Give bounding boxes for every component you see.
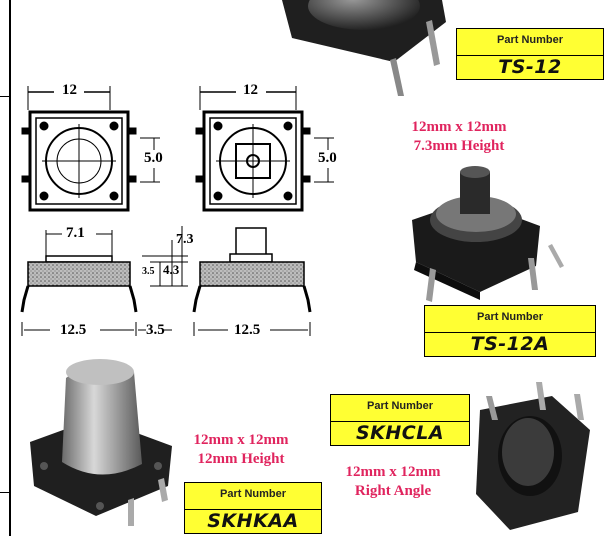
switch-photo-ts12 <box>282 0 446 96</box>
part-number-value: SKHCLA <box>331 421 469 445</box>
side-view-right <box>192 227 312 336</box>
spec-line: Right Angle <box>354 483 432 499</box>
dim-total-height: 7.3 <box>176 232 194 247</box>
dim-body-height: 3.5 <box>142 266 155 277</box>
switch-photo-skhcla <box>476 382 590 530</box>
part-number-caption: Part Number <box>366 400 434 412</box>
frame-left-border <box>9 0 11 536</box>
spec-ts12: 12mm x 12mm 7.3mm Height <box>388 118 530 156</box>
spec-line: 12mm x 12mm <box>193 432 289 448</box>
dim-stem-height: 4.3 <box>163 262 180 277</box>
dim-top-left-width: 12 <box>62 82 77 98</box>
dim-pin-span-right: 12.5 <box>234 322 261 338</box>
part-label-ts12a: Part Number TS-12A <box>424 305 596 357</box>
top-view-right <box>195 86 334 212</box>
dim-left-height: 5.0 <box>144 150 163 166</box>
spec-skhcla: 12mm x 12mm Right Angle <box>322 463 464 501</box>
dim-top-right-width: 12 <box>243 82 258 98</box>
spec-skhkaa: 12mm x 12mm 12mm Height <box>172 431 310 469</box>
switch-photo-skhkaa <box>30 359 172 526</box>
dim-right-height: 5.0 <box>318 150 337 166</box>
part-number-caption: Part Number <box>496 34 564 46</box>
dim-pin-span-left: 12.5 <box>60 322 87 338</box>
spec-line: 12mm Height <box>197 451 285 467</box>
spec-line: 12mm x 12mm <box>345 464 441 480</box>
part-label-skhcla: Part Number SKHCLA <box>330 394 470 446</box>
dim-pin-offset: 3.5 <box>146 322 165 338</box>
part-label-ts12: Part Number TS-12 <box>456 28 604 80</box>
switch-photo-ts12a <box>412 166 564 302</box>
dim-body-width: 7.1 <box>66 225 85 241</box>
part-number-caption: Part Number <box>219 488 287 500</box>
frame-tick <box>0 96 9 97</box>
part-label-skhkaa: Part Number SKHKAA <box>184 482 322 534</box>
part-number-caption: Part Number <box>476 311 544 323</box>
frame-tick <box>0 492 9 493</box>
part-number-value: SKHKAA <box>185 509 321 533</box>
top-view-left <box>21 86 160 212</box>
side-view-left <box>20 226 188 336</box>
part-number-value: TS-12A <box>425 332 595 356</box>
part-number-value: TS-12 <box>457 55 603 79</box>
spec-line: 12mm x 12mm <box>411 119 507 135</box>
spec-line: 7.3mm Height <box>413 138 505 154</box>
